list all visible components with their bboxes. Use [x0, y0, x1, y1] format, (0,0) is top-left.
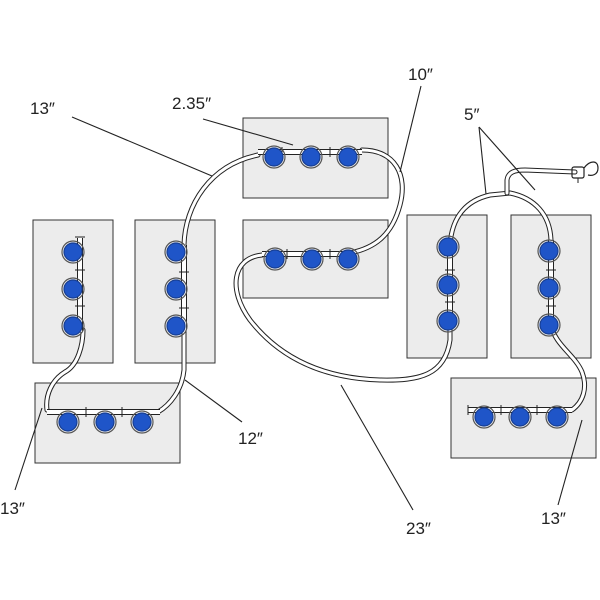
cell-ring — [93, 410, 117, 434]
cell — [58, 412, 78, 432]
cell — [265, 249, 285, 269]
cell — [63, 279, 83, 299]
cell-ring — [61, 277, 85, 301]
dimension-labels: 13″ 2.35″ 10″ 5″ 13″ 12″ 23″ 13″ — [0, 65, 566, 538]
cell — [63, 316, 83, 336]
cell-ring — [436, 235, 460, 259]
hose-segment-inner — [348, 148, 404, 255]
cell-ring — [436, 309, 460, 333]
leader-top-left-13 — [71, 116, 213, 177]
cell — [302, 249, 322, 269]
cell — [539, 241, 559, 261]
cell-ring — [263, 247, 287, 271]
cell-ring — [537, 313, 561, 337]
cell — [539, 278, 559, 298]
label-10: 10″ — [408, 65, 433, 84]
cell-ring — [130, 410, 154, 434]
cell — [338, 249, 358, 269]
label-right-13: 13″ — [541, 509, 566, 528]
leader-10 — [399, 85, 422, 173]
leader-5-b — [478, 126, 536, 191]
cell-ring — [56, 410, 80, 434]
cell-ring — [164, 314, 188, 338]
hose-segment-inner — [505, 168, 577, 195]
leader-2-35 — [202, 118, 294, 146]
cell-ring — [262, 145, 286, 169]
connector-hook — [583, 161, 599, 176]
cell — [438, 275, 458, 295]
leader-12 — [184, 379, 243, 423]
label-23: 23″ — [406, 519, 431, 538]
cell — [166, 242, 186, 262]
label-5: 5″ — [464, 105, 479, 124]
leader-right-13 — [557, 419, 583, 506]
cell — [539, 315, 559, 335]
cell-ring — [545, 405, 569, 429]
leader-23 — [340, 384, 414, 511]
cell-ring — [300, 247, 324, 271]
cell — [95, 412, 115, 432]
cell-ring — [508, 405, 532, 429]
quick-connector-icon — [571, 161, 599, 183]
hose-path — [44, 147, 588, 415]
cell — [547, 407, 567, 427]
hose-segment-inner — [448, 191, 553, 247]
manifold-ticks — [75, 147, 556, 417]
cell-ring — [164, 240, 188, 264]
cell-ring — [537, 239, 561, 263]
cell-ring — [472, 405, 496, 429]
cell-ring — [61, 314, 85, 338]
cell-ring — [299, 145, 323, 169]
cell — [264, 147, 284, 167]
leader-left-13 — [14, 407, 43, 491]
cells — [56, 145, 569, 434]
leader-5-a — [478, 126, 487, 195]
cell — [438, 311, 458, 331]
cell — [438, 237, 458, 257]
hose-segment — [504, 167, 578, 196]
label-top-left-13: 13″ — [30, 99, 55, 118]
cell-ring — [61, 240, 85, 264]
cell — [132, 412, 152, 432]
cell — [63, 242, 83, 262]
cell — [474, 407, 494, 427]
label-2-35: 2.35″ — [172, 94, 211, 113]
cell-ring — [336, 145, 360, 169]
cell-ring — [436, 273, 460, 297]
hose-segment-inner — [45, 328, 85, 412]
cell — [166, 316, 186, 336]
hose-segment-inner — [549, 323, 587, 412]
cell-ring — [164, 277, 188, 301]
cell-ring — [336, 247, 360, 271]
cell — [510, 407, 530, 427]
label-left-13: 13″ — [0, 499, 25, 518]
cell-ring — [537, 276, 561, 300]
label-12: 12″ — [238, 429, 263, 448]
cell — [166, 279, 186, 299]
cell — [338, 147, 358, 167]
hose-segment-inner — [182, 153, 260, 247]
cell — [301, 147, 321, 167]
leader-lines — [14, 85, 583, 511]
hose-segment-inner — [156, 328, 186, 414]
hose-segment-inner — [234, 253, 452, 382]
